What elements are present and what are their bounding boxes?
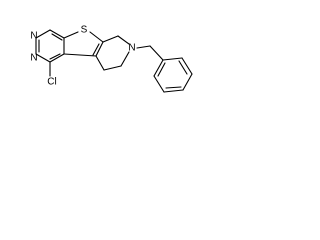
molecule-diagram: S N N N Cl bbox=[0, 0, 257, 122]
bond-c-c-double bbox=[92, 43, 100, 56]
atom-label-nitrogen-piperidine: N bbox=[128, 43, 135, 54]
bond-c-c-bottom bbox=[63, 53, 97, 57]
structure-svg: S N N N Cl bbox=[30, 25, 193, 93]
bond-s-c bbox=[89, 31, 104, 43]
atom-label-sulfur: S bbox=[81, 25, 88, 36]
bond-n-ch2 bbox=[136, 45, 151, 49]
bond-c-s bbox=[63, 31, 79, 39]
bond-ph-2b bbox=[178, 60, 188, 75]
atom-label-nitrogen-top: N bbox=[30, 31, 37, 42]
bond-c7-c8 bbox=[102, 35, 119, 43]
bond-ph-6b bbox=[157, 62, 166, 77]
phenyl-ring bbox=[153, 57, 193, 93]
bond-c11-c12 bbox=[95, 55, 105, 71]
bond-ph-4b bbox=[165, 86, 182, 89]
bond-ph-5 bbox=[153, 75, 165, 93]
thiophene-ring bbox=[63, 31, 104, 57]
bond-n9-c10 bbox=[120, 51, 130, 67]
bond-ph-6 bbox=[153, 59, 164, 77]
bond-c8-n9 bbox=[117, 35, 130, 45]
bond-c-c-top bbox=[95, 41, 104, 57]
bond-c4-c5-inner bbox=[49, 53, 61, 60]
bond-ph-4 bbox=[163, 89, 184, 93]
bond-c4-c5 bbox=[49, 53, 65, 63]
bond-ph-3 bbox=[182, 73, 193, 91]
bond-c2-n3-b bbox=[51, 33, 63, 41]
bond-c2-n3-a bbox=[49, 29, 65, 39]
bond-ch2-ph bbox=[149, 45, 164, 61]
benzyl-group bbox=[136, 45, 193, 93]
bond-c10-c11 bbox=[103, 65, 122, 71]
bond-c5-n6 bbox=[35, 53, 51, 63]
pyrimidine-ring bbox=[35, 29, 65, 63]
bond-n1-c2 bbox=[35, 29, 51, 39]
piperidine-ring bbox=[95, 35, 130, 71]
atom-label-chlorine: Cl bbox=[47, 77, 56, 88]
bond-ph-2 bbox=[181, 57, 193, 75]
bond-ph-1 bbox=[162, 57, 183, 61]
atom-labels: S N N N Cl bbox=[30, 25, 135, 88]
atom-label-nitrogen-bottom: N bbox=[30, 53, 37, 64]
